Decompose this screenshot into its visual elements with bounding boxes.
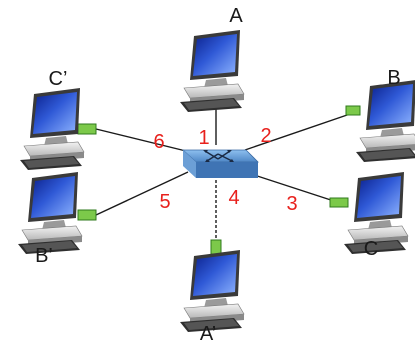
port-label-2: 2 — [260, 125, 271, 147]
host-label-b: B — [387, 67, 400, 89]
adapter-c-prime-icon — [77, 123, 97, 135]
port-label-5: 5 — [159, 191, 170, 213]
host-label-a-prime: A’ — [200, 323, 216, 345]
computer-b-prime-icon — [17, 171, 83, 255]
port-label-4: 4 — [228, 187, 239, 209]
links — [95, 100, 351, 242]
host-label-c: C — [364, 238, 378, 260]
switch-icon — [181, 149, 259, 178]
adapter-b-prime-icon — [77, 209, 97, 221]
computer-a-icon — [179, 29, 245, 113]
computer-c-prime-icon — [19, 87, 85, 171]
port-label-3: 3 — [286, 193, 297, 215]
computer-a-prime-icon — [179, 249, 245, 333]
host-label-b-prime: B’ — [35, 245, 53, 267]
adapter-c-icon — [329, 197, 349, 208]
link-port-3 — [244, 171, 341, 204]
adapter-a-prime-icon — [210, 239, 222, 255]
adapter-b-icon — [345, 105, 361, 116]
port-label-1: 1 — [198, 127, 209, 149]
host-label-a: A — [229, 5, 243, 27]
link-port-5 — [95, 171, 189, 216]
link-port-2 — [244, 113, 351, 151]
port-label-6: 6 — [153, 131, 164, 153]
link-port-6 — [95, 128, 191, 153]
host-label-c-prime: C’ — [49, 68, 68, 90]
computer-b-icon — [355, 79, 415, 163]
